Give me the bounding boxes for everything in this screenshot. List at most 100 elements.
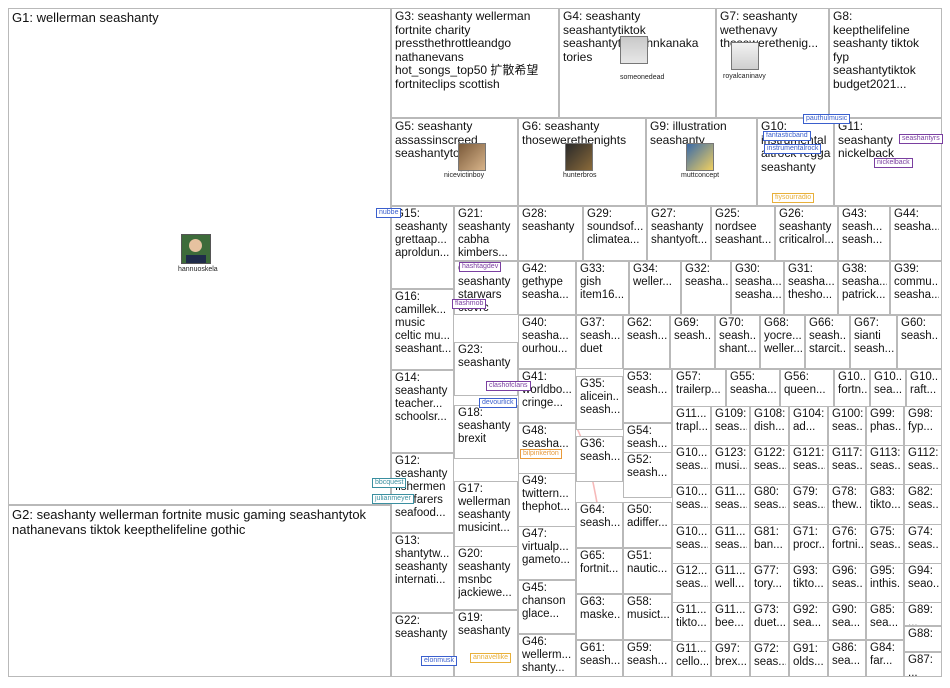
group-g88[interactable]: G88: [904, 626, 942, 652]
group-g32[interactable]: G32: seasha... [681, 261, 731, 315]
group-g89[interactable]: G89: ... [904, 602, 942, 626]
group-g12a[interactable]: G12... seas... [672, 563, 711, 609]
group-g90[interactable]: G90: sea... [828, 602, 866, 640]
group-g30[interactable]: G30: seasha... seasha... [731, 261, 784, 315]
group-g34[interactable]: G34: weller... [629, 261, 681, 315]
group-g75[interactable]: G75: seas... [866, 524, 904, 570]
group-g97[interactable]: G97: brex... [711, 641, 750, 677]
group-g31[interactable]: G31: seasha... thesho... [784, 261, 838, 315]
group-g15[interactable]: G15: seashanty grettaap... aproldun... [391, 206, 454, 289]
group-g122[interactable]: G122: seas... [750, 445, 789, 491]
group-g3[interactable]: G3: seashanty wellerman fortnite charity… [391, 8, 559, 118]
node-tag-t7[interactable]: devourlick [479, 398, 517, 408]
node-tag-t13[interactable]: fiysourradio [772, 193, 815, 203]
node-tag-t16[interactable]: fantasticband [763, 131, 811, 141]
node-tag-t6[interactable]: clashofclans [486, 381, 531, 391]
node-tag-t8[interactable]: flashmob [452, 299, 487, 309]
node-tag-t10[interactable]: bilpinkerton [520, 449, 562, 459]
group-g62[interactable]: G62: seash... [623, 315, 670, 369]
group-g48[interactable]: G48: seasha... [518, 423, 576, 477]
group-g113[interactable]: G113: seas... [866, 445, 904, 491]
node-tag-t15[interactable]: instrumentalrock [764, 144, 822, 154]
group-g13[interactable]: G13: shantytw... seashanty seashanty int… [391, 533, 454, 613]
hub-node-hannuoskela[interactable] [181, 234, 211, 264]
group-g66[interactable]: G66: seash... starcit... [805, 315, 850, 369]
group-g51[interactable]: G51: nautic... [623, 548, 672, 594]
group-g16[interactable]: G16: camillek... music celtic mu... seas… [391, 289, 454, 370]
group-g84[interactable]: G84: far... [866, 640, 904, 677]
node-tag-t5[interactable]: annavellike [470, 653, 512, 663]
group-g27[interactable]: G27: seashanty shantyoft... [647, 206, 711, 261]
group-g58[interactable]: G58: musict... [623, 594, 672, 640]
group-g10d[interactable]: G10... seas... [672, 524, 711, 570]
group-g14[interactable]: G14: seashanty teacher... schoolsr... [391, 370, 454, 453]
group-g47[interactable]: G47: virtualp... gameto... [518, 526, 576, 580]
group-g91[interactable]: G91: olds... [789, 641, 828, 677]
group-g37[interactable]: G37: seash... duet [576, 315, 623, 369]
group-g38[interactable]: G38: seasha... patrick... [838, 261, 890, 315]
group-g95[interactable]: G95: inthis... [866, 563, 904, 609]
group-g71[interactable]: G71: procr... [789, 524, 828, 570]
node-tag-t11[interactable]: nickelback [874, 158, 913, 168]
group-g109[interactable]: G109: seas... [711, 406, 750, 452]
node-tag-t4[interactable]: elonmusk [421, 656, 457, 666]
group-g11d[interactable]: G11... well... [711, 563, 750, 609]
node-tag-t3[interactable]: julianmeyer [372, 494, 414, 504]
group-g99[interactable]: G99: phas... [866, 406, 904, 452]
group-g11e[interactable]: G11... tikto... [672, 602, 711, 648]
node-tag-t9[interactable]: hashtagdev [459, 262, 502, 272]
group-g121[interactable]: G121: seas... [789, 445, 828, 491]
group-g73[interactable]: G73: duet... [750, 602, 789, 648]
group-g41[interactable]: G41: worldbo... cringe... [518, 369, 576, 423]
group-g86[interactable]: G86: sea... [828, 640, 866, 677]
group-g67[interactable]: G67: sianti seash... [850, 315, 897, 369]
group-g10c[interactable]: G10... seas... [672, 484, 711, 530]
group-g85[interactable]: G85: sea... [866, 602, 904, 640]
group-g79[interactable]: G79: seas... [789, 484, 828, 530]
node-tag-t14[interactable]: pauthulmusic [803, 114, 851, 124]
group-g22[interactable]: G22: seashanty [391, 613, 454, 677]
group-g45[interactable]: G45: chanson glace... [518, 580, 576, 634]
group-g17[interactable]: G17: wellerman seashanty musicint... [454, 481, 518, 557]
group-g25[interactable]: G25: nordsee seashant... [711, 206, 775, 261]
group-g108[interactable]: G108: dish... [750, 406, 789, 452]
group-g69[interactable]: G69: seash... [670, 315, 715, 369]
group-g100[interactable]: G100: seas... [828, 406, 866, 452]
group-g70[interactable]: G70: seash... shant... [715, 315, 760, 369]
group-g11f[interactable]: G11... bee... [711, 602, 750, 648]
node-tag-t12[interactable]: seashantyrs [899, 134, 943, 144]
group-g46[interactable]: G46: wellerm... shanty... [518, 634, 576, 677]
group-g42[interactable]: G42: gethype seasha... [518, 261, 576, 315]
group-g112[interactable]: G112: seas... [904, 445, 942, 491]
group-g5[interactable]: G5: seashanty assassinscreed seashantyto… [391, 118, 518, 206]
group-g53[interactable]: G53: seash... [623, 369, 672, 423]
group-g33[interactable]: G33: gish item16... [576, 261, 629, 315]
group-g87[interactable]: G87: ... [904, 652, 942, 677]
group-g39[interactable]: G39: commu... seasha... [890, 261, 942, 315]
group-g96[interactable]: G96: seas... [828, 563, 866, 609]
group-g9[interactable]: G9: illustration seashanty [646, 118, 757, 206]
group-g8[interactable]: G8: keepthelifeline seashanty tiktok fyp… [829, 8, 942, 118]
group-g29[interactable]: G29: soundsof... climatea... [583, 206, 647, 261]
group-g61[interactable]: G61: seash... [576, 640, 623, 677]
group-g44[interactable]: G44: seasha... [890, 206, 942, 261]
group-g80[interactable]: G80: seas... [750, 484, 789, 530]
group-g43[interactable]: G43: seash... seash... [838, 206, 890, 261]
group-g117[interactable]: G117: seas... [828, 445, 866, 491]
group-g72[interactable]: G72: seas... [750, 641, 789, 677]
group-g11b[interactable]: G11... seas... [711, 484, 750, 530]
hub-node-g5[interactable] [458, 143, 486, 171]
group-g12[interactable]: G12: seashanty fishermen seafarers seafo… [391, 453, 454, 533]
group-g11c[interactable]: G11... seas... [711, 524, 750, 570]
hub-node-g9[interactable] [686, 143, 714, 171]
group-g63[interactable]: G63: maske... [576, 594, 623, 640]
group-g28[interactable]: G28: seashanty [518, 206, 583, 261]
node-tag-t1[interactable]: nubbe [376, 208, 402, 218]
hub-node-g4[interactable] [620, 36, 648, 64]
group-g59[interactable]: G59: seash... [623, 640, 672, 677]
group-g50[interactable]: G50: adiffer... [623, 502, 672, 548]
hub-node-g7[interactable] [731, 42, 759, 70]
group-g93[interactable]: G93: tikto... [789, 563, 828, 609]
group-g40[interactable]: G40: seasha... ourhou... [518, 315, 576, 369]
group-g94[interactable]: G94: seao... [904, 563, 942, 609]
